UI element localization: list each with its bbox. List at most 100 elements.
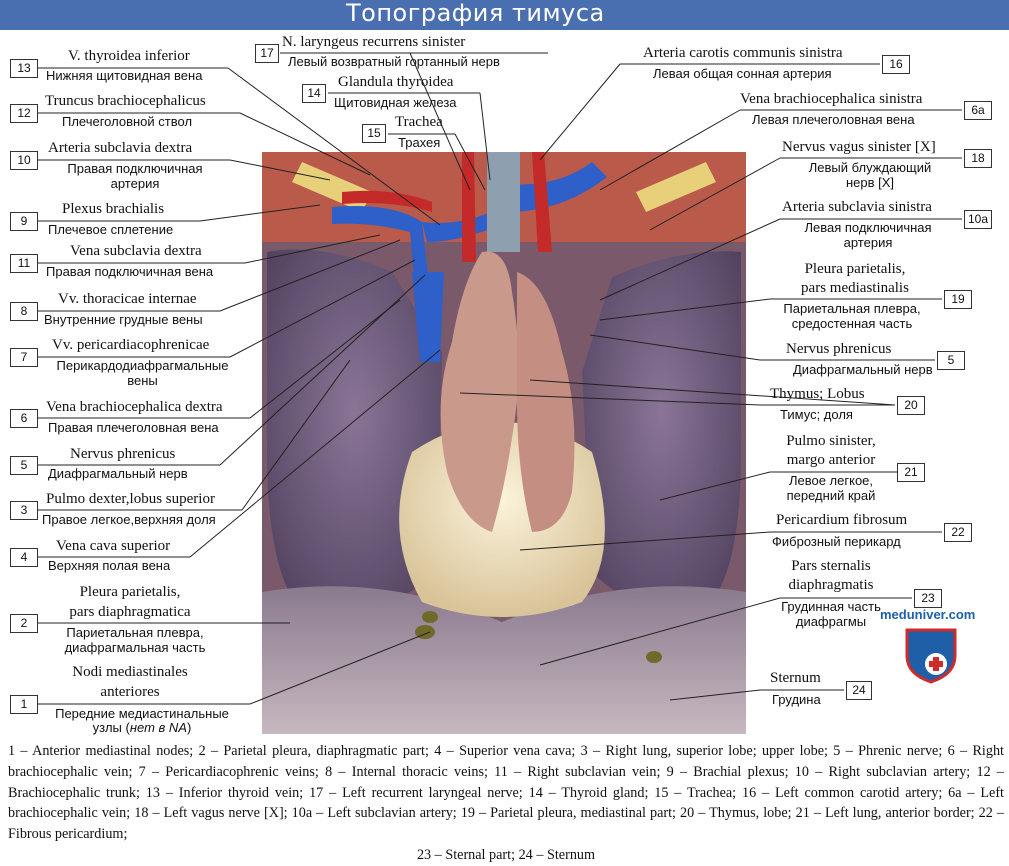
label-ru-16: Левая общая сонная артерия [653,66,832,81]
label-number-11: 11 [10,254,38,273]
label-latin-21-line2: margo anterior [786,452,876,468]
label-number-2: 2 [10,614,38,633]
label-ru-11: Правая подключичная вена [46,264,214,279]
label-number-15: 15 [362,124,386,143]
label-latin-5-left: Nervus phrenicus [70,446,176,462]
thymus-illustration [262,152,746,734]
label-number-5-left: 5 [10,456,38,475]
label-latin-4: Vena cava superior [56,538,171,554]
label-latin-14: Glandula thyroidea [338,74,454,90]
label-number-16: 16 [882,55,910,74]
label-ru-22: Фиброзный перикард [772,534,901,549]
title-bar: Топография тимуса [0,0,1009,30]
label-latin-9: Plexus brachialis [62,201,165,217]
label-ru-23-line1: Грудинная часть [781,599,881,614]
label-ru-6a: Левая плечеголовная вена [752,112,915,127]
label-number-9: 9 [10,212,38,231]
label-latin-1-line2: anteriores [100,684,160,700]
caption-body: 1 – Anterior mediastinal nodes; 2 – Pari… [8,743,1004,843]
label-latin-18: Nervus vagus sinister [X] [782,139,936,155]
label-number-17: 17 [255,44,279,63]
label-ru-1-line1: Передние медиастинальные [55,706,229,721]
label-number-7: 7 [10,348,38,367]
label-number-24: 24 [846,681,872,700]
figure-caption: 1 – Anterior mediastinal nodes; 2 – Pari… [8,741,1004,866]
label-number-19: 19 [944,290,972,309]
label-number-21: 21 [897,463,925,482]
label-ru-10-line2: артерия [110,176,160,191]
label-latin-3: Pulmo dexter,lobus superior [46,491,215,507]
label-ru-12: Плечеголовной ствол [62,114,193,129]
caption-last-line: 23 – Sternal part; 24 – Sternum [416,846,596,863]
label-ru-21-line1: Левое легкое, [788,473,874,488]
label-number-22: 22 [944,523,972,542]
label-number-12: 12 [10,104,38,123]
label-latin-6a: Vena brachiocephalica sinistra [740,91,923,107]
label-latin-1-line1: Nodi mediastinales [72,664,188,680]
label-latin-24: Sternum [770,670,821,686]
label-latin-20: Thymus; Lobus [770,386,865,402]
label-number-18: 18 [964,149,992,168]
label-latin-10: Arteria subclavia dextra [48,140,193,156]
label-number-13: 13 [10,59,38,78]
label-ru-5-right: Диафрагмальный нерв [793,362,933,377]
label-latin-23-line1: Pars sternalis [791,558,871,574]
label-latin-10a: Arteria subclavia sinistra [782,199,932,215]
label-ru-10a-line2: артерия [843,235,893,250]
medical-cross-logo-icon [905,628,957,684]
label-latin-11: Vena subclavia dextra [70,243,202,259]
label-number-10a: 10a [964,210,992,229]
label-ru-3: Правое легкое,верхняя доля [42,512,216,527]
label-latin-13: V. thyroidea inferior [68,48,190,64]
label-ru-15: Трахея [398,135,441,150]
label-latin-17: N. laryngeus recurrens sinister [282,34,466,50]
label-ru-19-line1: Париетальная плевра, [783,301,921,316]
label-ru-6: Правая плечеголовная вена [48,420,219,435]
label-number-3: 3 [10,501,38,520]
label-latin-2-line2: pars diaphragmatica [69,604,191,620]
label-number-6: 6 [10,409,38,428]
label-ru-14: Щитовидная железа [334,95,457,110]
label-number-14: 14 [302,84,326,103]
label-latin-22: Pericardium fibrosum [776,512,908,528]
watermark-text: meduniver.com [880,607,976,622]
label-latin-7: Vv. pericardiacophrenicae [52,337,210,353]
label-latin-2-line1: Pleura parietalis, [79,584,181,600]
label-number-1: 1 [10,695,38,714]
label-latin-6: Vena brachiocephalica dextra [46,399,223,415]
label-latin-23-line2: diaphragmatis [788,577,874,593]
label-ru-1-line2: узлы (нет в NA) [92,720,192,735]
label-number-23: 23 [914,589,942,608]
label-ru-4: Верхняя полая вена [48,558,171,573]
label-latin-12: Truncus brachiocephalicus [45,93,206,109]
label-ru-2-line1: Париетальная плевра, [66,625,204,640]
label-ru-13: Нижняя щитовидная вена [46,68,203,83]
label-latin-5-right: Nervus phrenicus [786,341,892,357]
label-number-5-right: 5 [937,351,965,370]
label-ru-24: Грудина [772,692,821,707]
label-number-20: 20 [897,396,925,415]
label-latin-16: Arteria carotis communis sinistra [643,45,843,61]
label-ru-20: Тимус; доля [780,407,853,422]
label-ru-17: Левый возвратный гортанный нерв [288,54,500,69]
label-latin-21-line1: Pulmo sinister, [786,433,876,449]
label-ru-7-line2: вены [127,373,158,388]
anatomy-drawing [262,152,746,734]
label-ru-8: Внутренние грудные вены [44,312,203,327]
label-ru-10-line1: Правая подключичная [67,161,203,176]
label-ru-18-line1: Левый блуждающий [808,160,932,175]
label-latin-8: Vv. thoracicae internae [58,291,197,307]
label-ru-10a-line1: Левая подключичная [804,220,932,235]
page-title: Топография тимуса [346,0,605,27]
label-ru-7-line1: Перикардодиафрагмальные [56,358,229,373]
label-number-8: 8 [10,302,38,321]
label-latin-19-line2: pars mediastinalis [801,280,909,296]
label-latin-19-line1: Pleura parietalis, [804,261,906,277]
label-ru-5-left: Диафрагмальный нерв [48,466,188,481]
label-latin-15: Trachea [395,114,443,130]
label-ru-18-line2: нерв [X] [845,175,895,190]
label-number-10: 10 [10,151,38,170]
label-ru-9: Плечевое сплетение [48,222,174,237]
label-ru-2-line2: диафрагмальная часть [64,640,206,655]
label-number-6a: 6a [964,101,992,120]
